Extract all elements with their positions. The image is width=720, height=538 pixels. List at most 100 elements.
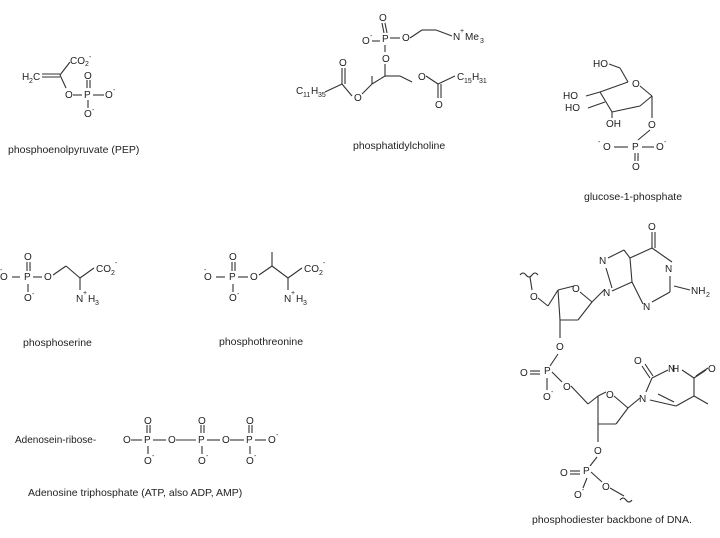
svg-text:O: O: [382, 54, 390, 65]
svg-text:O: O: [603, 142, 611, 153]
svg-text:35: 35: [318, 92, 326, 99]
glucose-1-phosphate-structure: HO O HO HO OH O P O O- O-: [563, 59, 667, 173]
svg-text:O: O: [520, 368, 528, 379]
svg-text:-: -: [204, 267, 207, 274]
svg-text:Me: Me: [465, 32, 479, 43]
svg-text:O: O: [602, 482, 610, 493]
svg-text:P: P: [84, 90, 91, 101]
svg-text:O: O: [435, 100, 443, 111]
svg-text:-: -: [598, 139, 601, 146]
svg-text:O: O: [198, 456, 206, 467]
svg-text:O: O: [246, 456, 254, 467]
svg-text:O: O: [229, 252, 237, 263]
svg-text:-: -: [115, 260, 118, 267]
svg-text:H: H: [311, 86, 318, 97]
svg-text:O: O: [84, 71, 92, 82]
svg-text:O: O: [168, 435, 176, 446]
svg-text:O: O: [648, 222, 656, 233]
svg-text:3: 3: [95, 300, 99, 307]
svg-text:2: 2: [111, 270, 115, 277]
svg-text:O: O: [560, 468, 568, 479]
svg-text:P: P: [583, 466, 590, 477]
svg-text:O: O: [24, 252, 32, 263]
svg-text:O: O: [379, 13, 387, 24]
svg-text:OH: OH: [606, 119, 621, 130]
svg-text:N: N: [284, 294, 291, 305]
svg-text:-: -: [92, 107, 95, 114]
svg-text:N: N: [453, 32, 460, 43]
svg-text:O: O: [123, 435, 131, 446]
svg-text:O: O: [229, 293, 237, 304]
svg-text:+: +: [83, 290, 87, 297]
svg-text:O: O: [44, 272, 52, 283]
svg-text:N: N: [603, 288, 610, 299]
svg-text:O: O: [268, 435, 276, 446]
svg-text:O: O: [632, 79, 640, 90]
svg-text:N: N: [76, 294, 83, 305]
pep-caption: phosphoenolpyruvate (PEP): [8, 144, 140, 156]
svg-text:O: O: [198, 416, 206, 427]
svg-text:HO: HO: [593, 59, 608, 70]
phosphatidylcholine-caption: phosphatidylcholine: [353, 140, 446, 152]
svg-text:O: O: [656, 142, 664, 153]
svg-text:-: -: [370, 33, 373, 40]
svg-text:CO: CO: [96, 264, 111, 275]
svg-text:O: O: [204, 272, 212, 283]
svg-text:N: N: [668, 364, 675, 375]
svg-text:N: N: [643, 302, 650, 313]
svg-text:P: P: [229, 272, 236, 283]
svg-text:C: C: [296, 86, 303, 97]
svg-text:O: O: [606, 390, 614, 401]
svg-text:O: O: [144, 416, 152, 427]
glucose-1-phosphate-caption: glucose-1-phosphate: [584, 191, 683, 203]
svg-text:N: N: [639, 394, 646, 405]
svg-text:3: 3: [480, 38, 484, 45]
svg-text:O: O: [648, 120, 656, 131]
svg-text:2: 2: [29, 78, 33, 85]
svg-text:H: H: [88, 294, 95, 305]
svg-text:O: O: [634, 356, 642, 367]
svg-text:-: -: [551, 389, 554, 396]
svg-text:O: O: [24, 293, 32, 304]
phosphoserine-caption: phosphoserine: [23, 337, 92, 349]
svg-text:O: O: [354, 93, 362, 104]
svg-text:O: O: [418, 72, 426, 83]
svg-text:N: N: [665, 264, 672, 275]
svg-text:N: N: [599, 256, 606, 267]
svg-text:CO: CO: [70, 56, 85, 67]
svg-text:P: P: [544, 366, 551, 377]
svg-text:-: -: [582, 487, 585, 494]
svg-text:H: H: [296, 294, 303, 305]
svg-text:O: O: [556, 342, 564, 353]
svg-text:O: O: [708, 364, 716, 375]
phosphothreonine-caption: phosphothreonine: [219, 336, 304, 348]
svg-text:O: O: [105, 90, 113, 101]
svg-text:C: C: [33, 72, 40, 83]
svg-text:O: O: [339, 58, 347, 69]
svg-text:3: 3: [303, 300, 307, 307]
svg-text:-: -: [664, 139, 667, 146]
dna-caption: phosphodiester backbone of DNA.: [532, 514, 692, 526]
svg-text:O: O: [572, 284, 580, 295]
atp-structure: Adenosein-ribose- O P O O- O P O O- O P …: [15, 416, 279, 467]
svg-text:O: O: [594, 446, 602, 457]
svg-text:O: O: [65, 90, 73, 101]
svg-text:O: O: [84, 109, 92, 120]
svg-text:P: P: [24, 272, 31, 283]
svg-text:HO: HO: [563, 91, 578, 102]
svg-text:H: H: [672, 364, 679, 375]
svg-text:-: -: [89, 54, 92, 61]
svg-text:-: -: [323, 260, 326, 267]
svg-text:P: P: [246, 435, 253, 446]
svg-text:O: O: [563, 382, 571, 393]
svg-text:P: P: [198, 435, 205, 446]
svg-text:P: P: [144, 435, 151, 446]
atp-caption: Adenosine triphosphate (ATP, also ADP, A…: [28, 487, 243, 499]
svg-text:O: O: [543, 392, 551, 403]
svg-text:-: -: [237, 291, 240, 298]
adenosine-ribose-label: Adenosein-ribose-: [15, 435, 96, 446]
svg-text:2: 2: [85, 61, 89, 68]
